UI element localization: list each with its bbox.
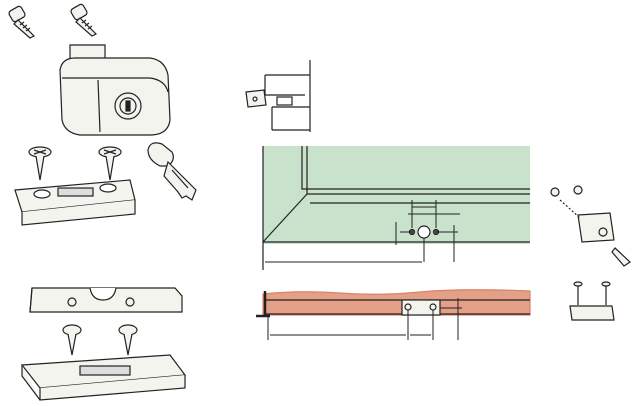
profile-section	[245, 60, 311, 132]
screw-icon	[62, 324, 82, 356]
wood-bar-view	[256, 289, 531, 340]
strike-plate	[14, 179, 136, 226]
frame-corner-view	[262, 146, 530, 270]
screw-icon	[98, 146, 122, 181]
screw-icon	[28, 146, 52, 181]
mounting-plate	[29, 287, 183, 313]
small-plate	[569, 281, 615, 321]
screw-icon	[8, 5, 36, 39]
key-icon	[147, 142, 197, 201]
screw-icon	[70, 3, 98, 37]
screw-icon	[118, 324, 138, 356]
lock-body	[59, 44, 171, 136]
base-plate	[20, 354, 187, 401]
small-lock-assembly	[550, 185, 631, 267]
